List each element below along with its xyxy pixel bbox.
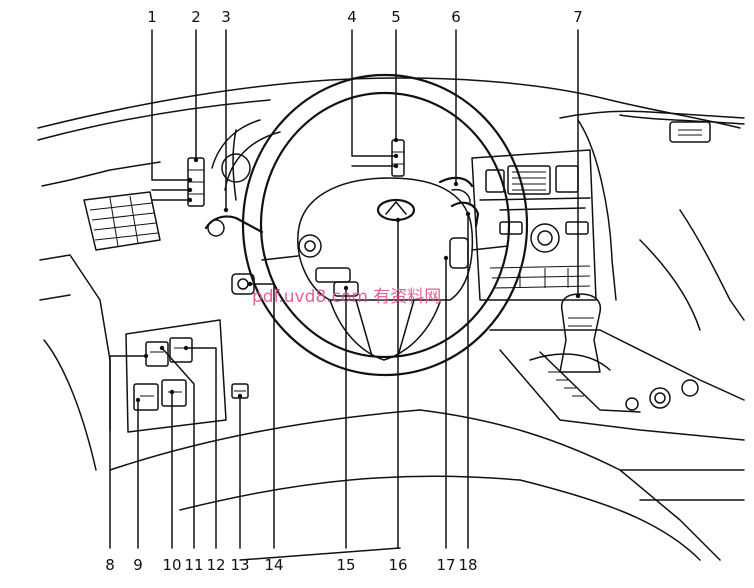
leader-dots — [135, 137, 581, 403]
callout-5: 5 — [391, 8, 401, 26]
callout-9: 9 — [133, 556, 143, 574]
callout-11: 11 — [184, 556, 203, 574]
control-stalks — [125, 139, 480, 433]
callout-15: 15 — [336, 556, 355, 574]
leader-lines — [109, 29, 579, 549]
callout-10: 10 — [162, 556, 181, 574]
callout-18: 18 — [458, 556, 477, 574]
dashboard-artwork — [37, 77, 745, 561]
callout-1: 1 — [147, 8, 157, 26]
watermark-text: pdf.uvd8.com 有资料网 — [252, 287, 441, 307]
callout-16: 16 — [388, 556, 407, 574]
callout-14: 14 — [264, 556, 283, 574]
callout-4: 4 — [347, 8, 357, 26]
callout-8: 8 — [105, 556, 115, 574]
callout-12: 12 — [206, 556, 225, 574]
callout-7: 7 — [573, 8, 583, 26]
callout-2: 2 — [191, 8, 201, 26]
callouts-top: 1 2 3 4 5 6 7 — [147, 8, 583, 26]
callout-13: 13 — [230, 556, 249, 574]
callout-17: 17 — [436, 556, 455, 574]
steering-wheel — [241, 73, 529, 377]
callout-6: 6 — [451, 8, 461, 26]
callout-3: 3 — [221, 8, 231, 26]
callouts-bottom: 8 9 10 11 12 13 14 15 16 17 18 — [105, 556, 477, 574]
